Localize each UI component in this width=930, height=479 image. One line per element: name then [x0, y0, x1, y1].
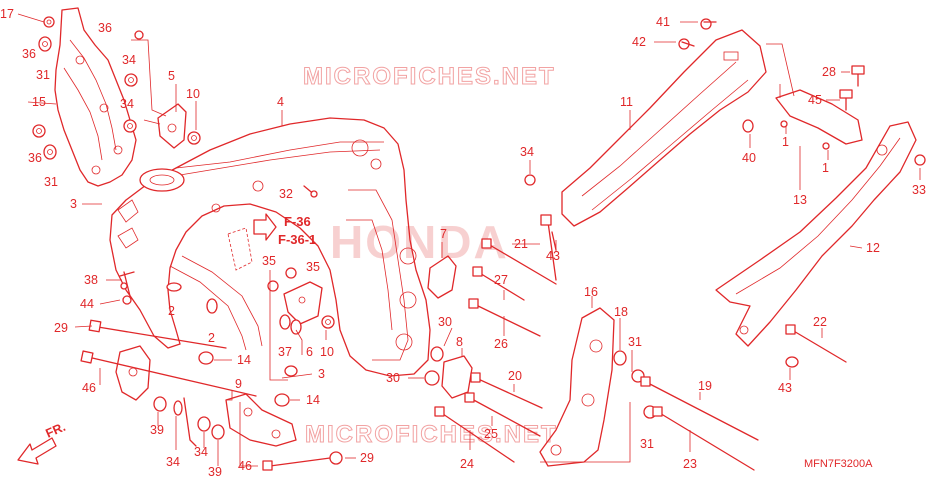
callout-43: 43	[546, 249, 560, 263]
callout-29: 29	[54, 321, 68, 335]
spacer-bracket-7	[427, 255, 457, 299]
callout-34: 34	[120, 97, 134, 111]
callout-4: 4	[277, 95, 284, 109]
callout-34: 34	[194, 445, 208, 459]
hanger-bracket-9	[225, 393, 297, 447]
callout-31: 31	[628, 335, 642, 349]
callout-24: 24	[460, 457, 474, 471]
callout-14: 14	[237, 353, 251, 367]
callout-22: 22	[813, 315, 827, 329]
seat-rail-11	[561, 29, 767, 227]
callout-35: 35	[306, 260, 320, 274]
callout-14: 14	[306, 393, 320, 407]
callout-28: 28	[822, 65, 836, 79]
callout-9: 9	[235, 377, 242, 391]
ref-f36[interactable]: F-36	[284, 214, 311, 229]
bracket-13	[775, 89, 863, 145]
ref-f36-1[interactable]: F-36-1	[278, 232, 316, 247]
callout-1: 1	[782, 135, 789, 149]
callout-27: 27	[494, 273, 508, 287]
sub-frame-12	[715, 121, 917, 347]
hanger-bracket-left	[115, 345, 151, 401]
callout-1: 1	[822, 161, 829, 175]
watermark-group: MICROFICHES.NET HONDA MICROFICHES.NET	[303, 63, 558, 449]
callout-39: 39	[208, 465, 222, 479]
part-drawings	[17, 7, 926, 471]
callout-6: 6	[306, 345, 313, 359]
callout-44: 44	[80, 297, 94, 311]
callout-36: 36	[22, 47, 36, 61]
front-arrow-icon	[17, 437, 57, 465]
callout-36: 36	[98, 21, 112, 35]
callout-2: 2	[208, 331, 215, 345]
callout-30: 30	[386, 371, 400, 385]
watermark-bottom: MICROFICHES.NET	[305, 421, 558, 448]
callout-8: 8	[456, 335, 463, 349]
callout-31: 31	[44, 175, 58, 189]
callout-34: 34	[122, 53, 136, 67]
callout-2: 2	[168, 304, 175, 318]
callout-42: 42	[632, 35, 646, 49]
diagram-code: MFN7F3200A	[804, 458, 873, 470]
callout-31: 31	[640, 437, 654, 451]
callout-38: 38	[84, 273, 98, 287]
watermark-top: MICROFICHES.NET	[303, 63, 556, 90]
callout-19: 19	[698, 379, 712, 393]
watermark-honda: HONDA	[330, 216, 509, 268]
callout-29: 29	[360, 451, 374, 465]
callout-33: 33	[912, 183, 926, 197]
callout-20: 20	[508, 369, 522, 383]
left-cover-plate	[54, 7, 137, 187]
main-frame	[109, 117, 431, 377]
callout-26: 26	[494, 337, 508, 351]
spacer-bracket-8	[441, 355, 473, 399]
callout-37: 37	[278, 345, 292, 359]
callout-18: 18	[614, 305, 628, 319]
callout-34: 34	[520, 145, 534, 159]
mount-bracket	[157, 103, 187, 149]
callout-32: 32	[279, 187, 293, 201]
leader-lines	[17, 13, 921, 467]
callout-21: 21	[514, 237, 528, 251]
callout-10: 10	[320, 345, 334, 359]
callout-23: 23	[683, 457, 697, 471]
callout-40: 40	[742, 151, 756, 165]
callout-11: 11	[620, 95, 633, 109]
callout-3: 3	[318, 367, 325, 381]
front-label: FR.	[44, 420, 68, 441]
callout-25: 25	[484, 427, 498, 441]
callout-3: 3	[70, 197, 77, 211]
callout-16: 16	[584, 285, 598, 299]
callout-34: 34	[166, 455, 180, 469]
callout-15: 15	[32, 95, 46, 109]
callout-5: 5	[168, 69, 175, 83]
callout-35: 35	[262, 254, 276, 268]
callout-10: 10	[186, 87, 200, 101]
callout-13: 13	[793, 193, 807, 207]
callout-labels: 17 36 31 15 36 31 3 36 34 34 5 10 4 32 3…	[0, 7, 926, 479]
callout-45: 45	[808, 93, 822, 107]
callout-7: 7	[440, 227, 447, 241]
callout-46: 46	[82, 381, 96, 395]
callout-41: 41	[656, 15, 670, 29]
callout-46: 46	[238, 459, 252, 473]
callout-31: 31	[36, 68, 50, 82]
callout-43: 43	[778, 381, 792, 395]
callout-12: 12	[866, 241, 880, 255]
callout-39: 39	[150, 423, 164, 437]
callout-30: 30	[438, 315, 452, 329]
callout-17: 17	[0, 7, 14, 21]
callout-36: 36	[28, 151, 42, 165]
